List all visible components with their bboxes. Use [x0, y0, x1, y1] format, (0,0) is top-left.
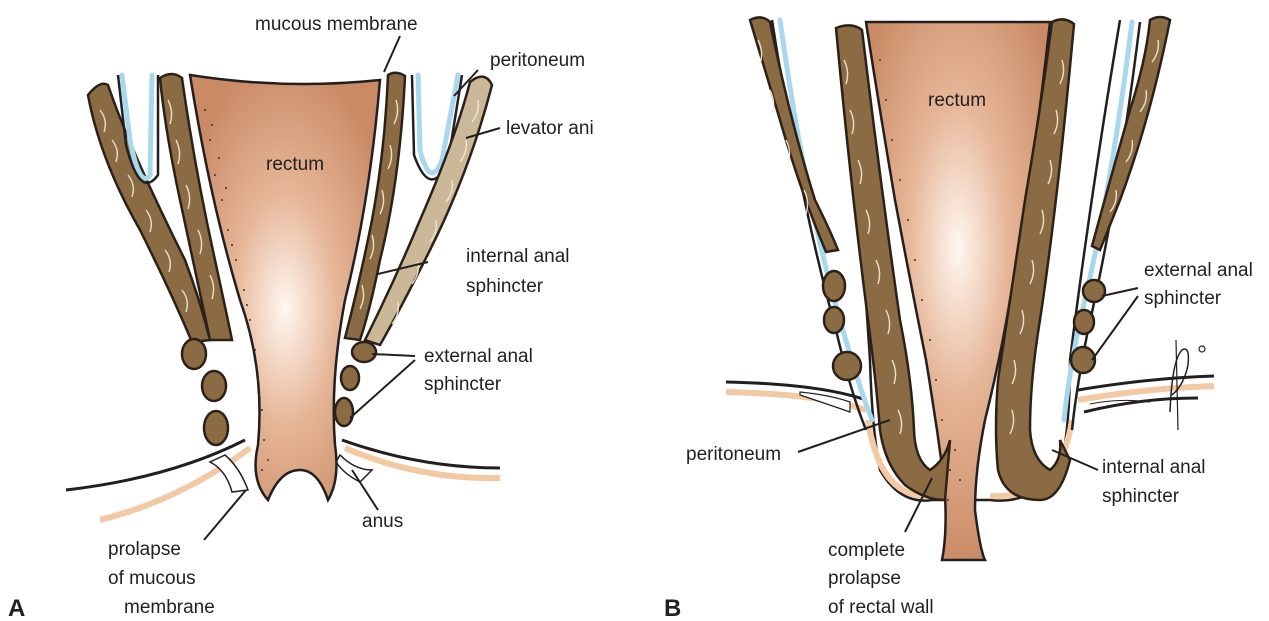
label-prolapse-a3: membrane	[124, 597, 215, 618]
label-complete-prolapse-b2: prolapse	[828, 568, 901, 589]
label-external-anal-a1: external anal	[424, 346, 533, 367]
label-prolapse-a1: prolapse	[108, 539, 181, 560]
panel-a-external-sphincter-left	[182, 339, 228, 445]
label-internal-anal-a1: internal anal	[466, 246, 570, 267]
panel-a: mucous membrane peritoneum levator ani r…	[8, 14, 594, 621]
label-peritoneum-b: peritoneum	[686, 444, 781, 465]
label-peritoneum-a: peritoneum	[490, 50, 585, 71]
label-prolapse-a2: of mucous	[108, 568, 196, 589]
label-complete-prolapse-b3: of rectal wall	[828, 597, 934, 618]
label-internal-anal-b1: internal anal	[1102, 457, 1206, 478]
label-mucous-membrane: mucous membrane	[255, 14, 418, 35]
panel-letter-a: A	[8, 595, 25, 621]
label-internal-anal-b2: sphincter	[1102, 486, 1180, 507]
panel-letter-b: B	[664, 595, 681, 621]
panel-b-levator-right	[1092, 17, 1170, 250]
label-rectum-a: rectum	[266, 154, 324, 175]
label-external-anal-b2: sphincter	[1144, 288, 1222, 309]
label-complete-prolapse-b1: complete	[828, 540, 905, 561]
panel-b-external-sphincter-right	[1071, 280, 1105, 373]
panel-b: rectum external anal sphincter peritoneu…	[664, 17, 1253, 621]
label-external-anal-a2: sphincter	[424, 374, 502, 395]
panel-b-levator-left	[750, 17, 838, 252]
label-rectum-b: rectum	[928, 90, 986, 111]
label-external-anal-b1: external anal	[1144, 260, 1253, 281]
label-internal-anal-a2: sphincter	[466, 276, 544, 297]
panel-b-external-sphincter-left	[823, 271, 861, 380]
label-levator-ani: levator ani	[506, 118, 594, 139]
label-anus: anus	[362, 511, 403, 532]
